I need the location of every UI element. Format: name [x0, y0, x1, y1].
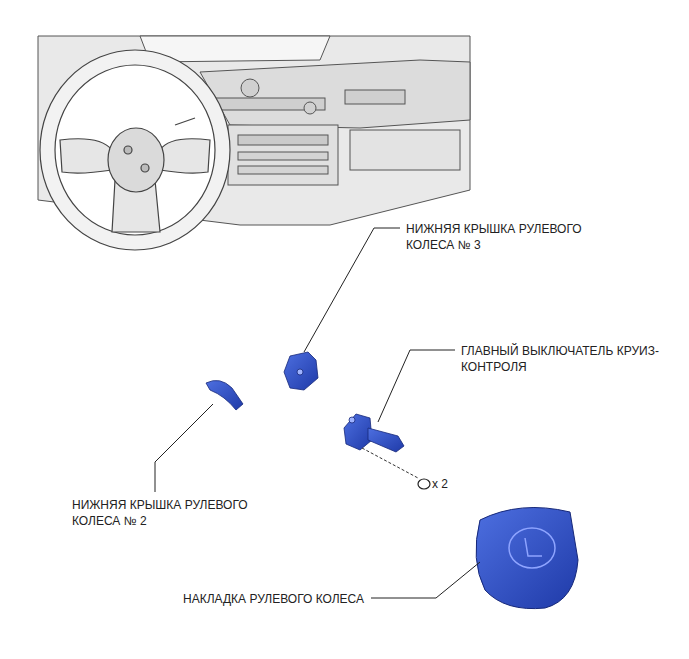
steering-pad — [476, 508, 578, 609]
part-name: НИЖНЯЯ КРЫШКА РУЛЕВОГО КОЛЕСА № 2 — [72, 497, 287, 529]
leader-lines — [155, 228, 480, 598]
steering-wheel-illustration — [40, 50, 230, 250]
part-name: НИЖНЯЯ КРЫШКА РУЛЕВОГО КОЛЕСА № 3 — [406, 221, 621, 253]
cruise-control-switch — [344, 414, 404, 452]
part-name: ГЛАВНЫЙ ВЫКЛЮЧАТЕЛЬ КРУИЗ-КОНТРОЛЯ — [461, 343, 676, 375]
part-name: НАКЛАДКА РУЛЕВОГО КОЛЕСА — [183, 591, 364, 607]
quantity-label: x 2 — [432, 476, 448, 492]
screw — [418, 479, 430, 489]
lower-cover-3 — [284, 352, 318, 390]
